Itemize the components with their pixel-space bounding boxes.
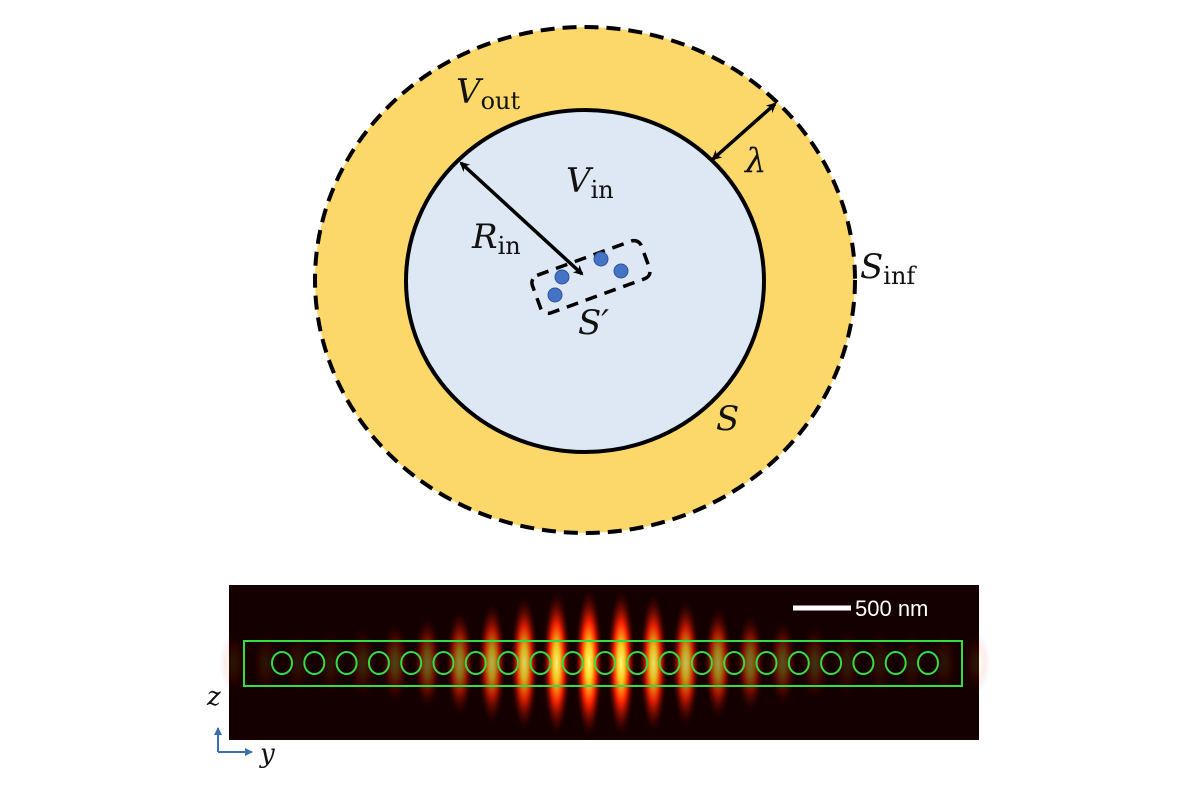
field-lobe <box>962 632 991 694</box>
field-lobe <box>865 630 894 696</box>
resonator-ring <box>367 651 390 675</box>
resonator-ring <box>852 651 875 675</box>
resonator-ring <box>820 651 843 675</box>
scale-bar-label: 500 nm <box>855 596 928 621</box>
resonator-ring <box>400 651 423 675</box>
dipole <box>547 287 563 303</box>
resonator-ring <box>690 651 713 675</box>
label-v-in: Vin <box>566 161 614 204</box>
field-lobe <box>477 602 506 724</box>
resonator-ring <box>335 651 358 675</box>
resonator-ring <box>594 651 616 675</box>
field-lobe <box>284 630 313 696</box>
field-lobe <box>768 619 797 707</box>
field-lobe <box>833 627 862 699</box>
label-v-out: Vout <box>456 72 520 115</box>
field-lobe <box>574 588 603 738</box>
resonator-ring <box>723 651 746 675</box>
label-s-inf: Sinf <box>860 247 917 290</box>
resonator-ring <box>464 651 487 675</box>
label-lambda: λ <box>743 141 767 181</box>
resonator-ring <box>529 651 552 675</box>
radius-arrow <box>459 161 584 276</box>
resonator-ring <box>561 651 584 675</box>
field-lobe <box>930 632 959 694</box>
label-s-prime: S′ <box>578 303 609 343</box>
field-lobe <box>316 629 345 697</box>
lambda-arrow <box>711 102 777 161</box>
field-lobe <box>348 626 377 700</box>
field-lobe <box>445 609 474 717</box>
label-r-in: Rin <box>471 217 521 260</box>
field-lobe <box>219 632 248 694</box>
field-map: 500 nm <box>219 585 991 740</box>
s-prime-box <box>530 238 652 316</box>
field-lobe <box>671 598 700 728</box>
dipole <box>554 269 570 285</box>
field-lobe <box>381 621 410 705</box>
field-lobe <box>897 631 926 695</box>
field-lobe <box>542 590 571 736</box>
axis-indicator: z y <box>206 682 275 769</box>
resonator-ring <box>497 651 520 675</box>
axis-label-z: z <box>206 682 221 712</box>
field-lobe <box>607 588 636 738</box>
label-s: S <box>716 399 739 439</box>
field-lobe <box>413 616 442 710</box>
waveguide-outline <box>243 640 963 687</box>
dipoles <box>547 251 629 303</box>
field-lobe <box>639 592 668 734</box>
resonator-ring <box>271 651 293 675</box>
resonator-ring <box>303 651 326 675</box>
field-lobe <box>736 613 765 713</box>
field-lobe <box>251 631 280 695</box>
dipole <box>593 251 609 267</box>
resonator-ring <box>917 651 939 675</box>
resonator-ring <box>787 651 810 675</box>
resonators <box>271 651 939 675</box>
resonator-ring <box>755 651 778 675</box>
field-lobe <box>800 624 829 702</box>
field-lobes <box>219 588 991 738</box>
resonator-ring <box>658 651 681 675</box>
field-lobe <box>704 606 733 720</box>
axis-label-y: y <box>259 739 275 769</box>
resonator-ring <box>432 651 455 675</box>
resonator-ring <box>626 651 649 675</box>
resonator-ring <box>884 651 907 675</box>
field-lobe <box>510 595 539 731</box>
dipole <box>613 263 629 279</box>
